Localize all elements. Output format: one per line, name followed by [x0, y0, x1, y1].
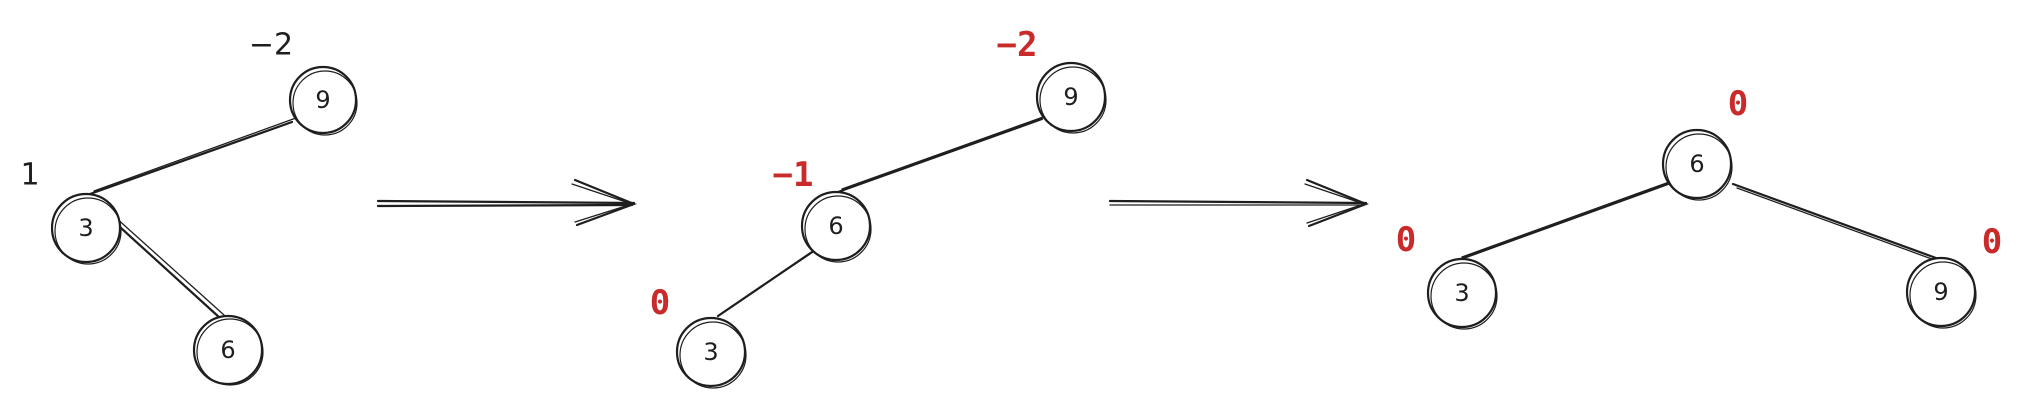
edge-6-to-9 — [1731, 182, 1938, 260]
edge-6-to-3-sketch — [721, 249, 817, 314]
transform-arrow-2 — [1108, 178, 1369, 228]
node-3: 3 — [50, 192, 122, 265]
balance-factor-9: −2 — [997, 25, 1038, 65]
balance-factor-9: 0 — [1982, 222, 2002, 262]
node-6: 6 — [800, 190, 872, 263]
edge-9-to-6-sketch — [841, 115, 1047, 190]
node-label: 3 — [78, 214, 93, 242]
node-label: 6 — [828, 212, 843, 240]
node-label: 6 — [220, 336, 235, 364]
node-label: 9 — [1063, 83, 1078, 111]
balance-factor-3: 0 — [650, 283, 670, 323]
tree-3-balanced: 6 3 9 0 0 0 — [1396, 84, 2002, 330]
node-6: 6 — [1661, 128, 1733, 201]
node-3: 3 — [1426, 257, 1498, 330]
balance-factor-3: 0 — [1396, 220, 1416, 260]
edge-9-to-3 — [88, 120, 294, 196]
node-label: 9 — [1933, 278, 1948, 306]
edge-3-to-6-sketch — [113, 215, 225, 316]
node-9: 9 — [1905, 256, 1977, 329]
node-label: 9 — [315, 86, 330, 114]
node-3: 3 — [675, 316, 747, 389]
node-9: 9 — [288, 65, 358, 136]
node-label: 3 — [703, 338, 718, 366]
node-label: 3 — [1454, 279, 1469, 307]
edge-9-to-3-sketch — [93, 117, 297, 192]
edge-6-to-9-sketch — [1736, 187, 1941, 263]
node-9: 9 — [1035, 61, 1107, 134]
tree-2-after-rotation-1: 9 6 3 −2 −1 0 — [650, 25, 1107, 389]
balance-factor-3: 1 — [20, 158, 39, 193]
balance-factor-9: −2 — [249, 28, 293, 63]
edge-6-to-3 — [1456, 182, 1670, 262]
edge-3-to-6 — [108, 216, 222, 320]
balance-factor-6: −1 — [773, 155, 814, 195]
edge-9-to-6 — [836, 117, 1044, 194]
node-label: 6 — [1689, 150, 1704, 178]
balance-factor-6: 0 — [1728, 84, 1748, 124]
transform-arrow-1 — [376, 178, 638, 227]
edge-6-to-3-sketch — [1461, 180, 1673, 258]
tree-1-unbalanced: 9 3 6 −2 1 — [20, 28, 358, 386]
node-6: 6 — [192, 314, 264, 386]
